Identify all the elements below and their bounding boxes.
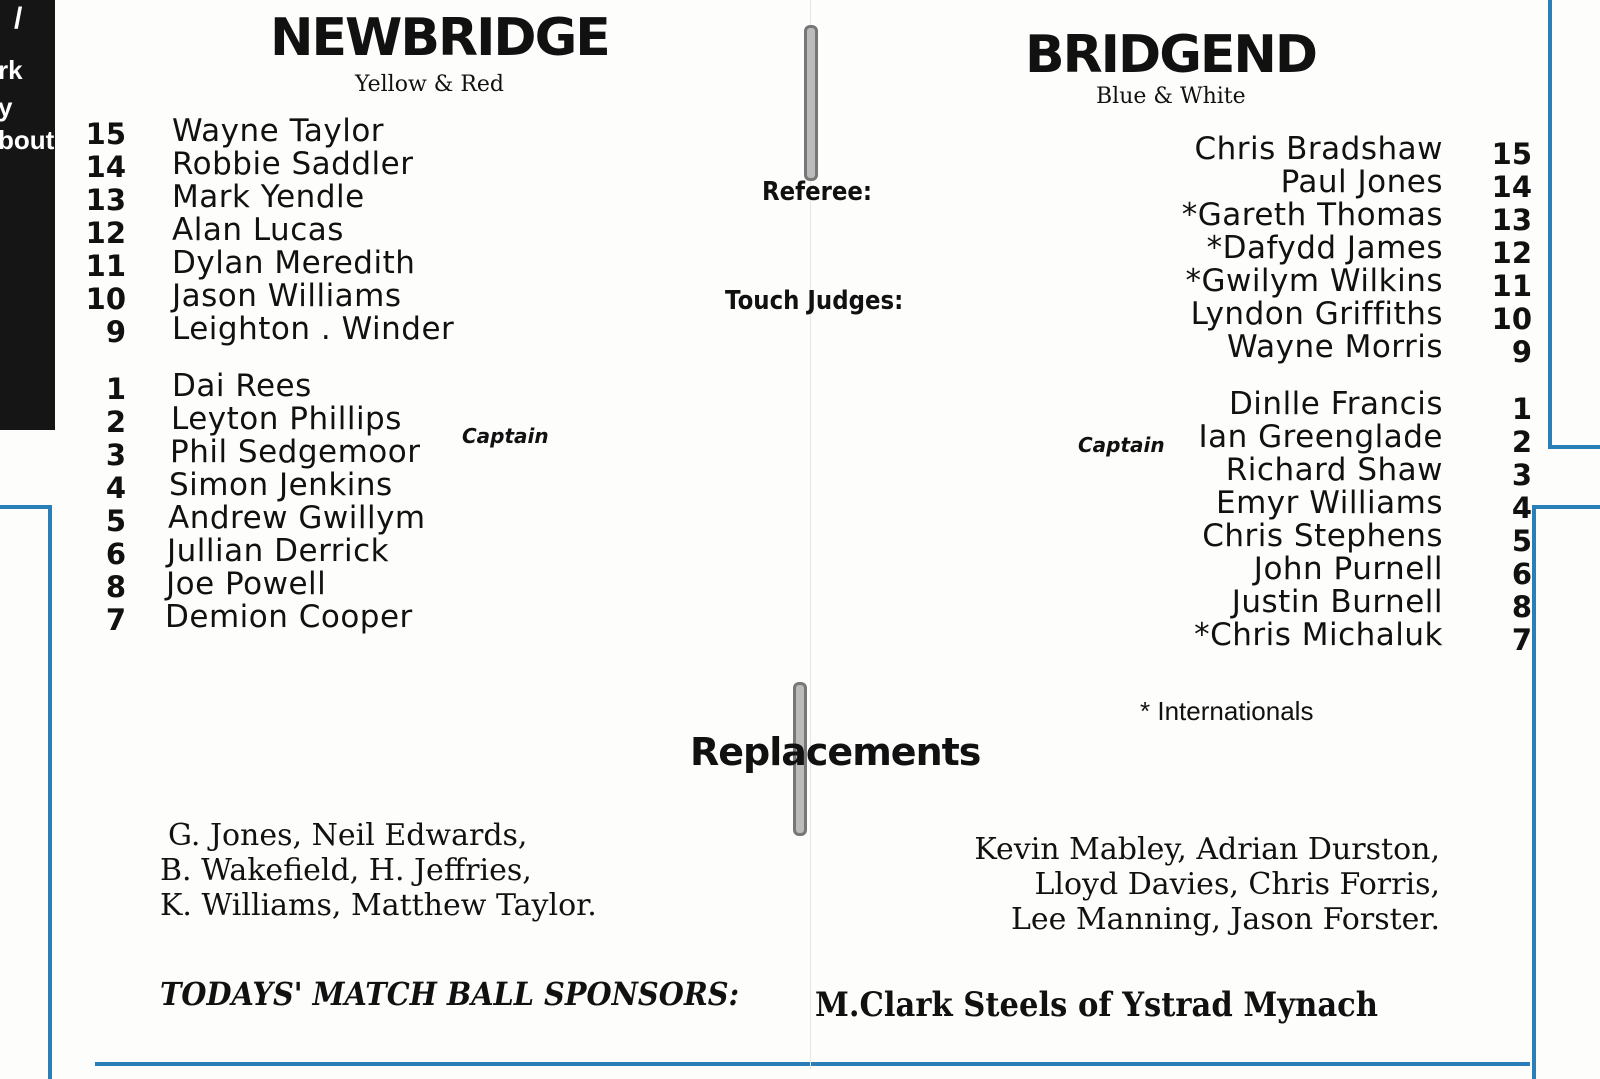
center-fold bbox=[810, 0, 811, 1069]
home-player-number: 4 bbox=[105, 471, 126, 505]
away-replacements-line-2: Lloyd Davies, Chris Forris, bbox=[1034, 867, 1440, 902]
home-captain-label: Captain bbox=[462, 424, 549, 448]
away-player-number: 10 bbox=[1491, 302, 1532, 336]
away-player-number: 4 bbox=[1511, 491, 1532, 525]
home-player-number: 14 bbox=[85, 150, 126, 184]
home-player-name: Demion Cooper bbox=[165, 599, 413, 635]
bottom-blue-rule bbox=[95, 1062, 1530, 1066]
away-player-number: 12 bbox=[1491, 236, 1532, 270]
away-player-number: 9 bbox=[1511, 335, 1532, 369]
home-player-number: 15 bbox=[85, 117, 126, 151]
away-player-number: 3 bbox=[1511, 458, 1532, 492]
home-replacements-line-2: B. Wakefield, H. Jeffries, bbox=[160, 853, 532, 888]
away-player-number: 13 bbox=[1491, 203, 1532, 237]
home-player-number: 8 bbox=[105, 570, 126, 604]
home-player-number: 12 bbox=[85, 216, 126, 250]
away-player-number: 14 bbox=[1491, 170, 1532, 204]
away-player-name: Justin Burnell bbox=[1231, 584, 1443, 620]
away-replacements-line-1: Kevin Mabley, Adrian Durston, bbox=[974, 832, 1440, 867]
away-player-name: Richard Shaw bbox=[1225, 452, 1443, 488]
home-player-name: Wayne Taylor bbox=[172, 113, 385, 149]
strip-text-2: y bbox=[0, 92, 13, 122]
away-player-name: Ian Greenglade bbox=[1198, 419, 1443, 455]
away-player-number: 11 bbox=[1491, 269, 1532, 303]
away-player-name: *Gwilym Wilkins bbox=[1185, 263, 1443, 299]
away-player-number: 5 bbox=[1511, 524, 1532, 558]
home-team-title: NEWBRIDGE bbox=[270, 8, 611, 68]
home-player-name: Robbie Saddler bbox=[172, 146, 414, 182]
home-player-name: Alan Lucas bbox=[172, 212, 344, 248]
strip-slash: / bbox=[14, 2, 23, 35]
sponsor-label: TODAYS' MATCH BALL SPONSORS: bbox=[160, 975, 740, 1013]
away-replacements-line-3: Lee Manning, Jason Forster. bbox=[1011, 902, 1440, 937]
strip-text-3: bout bbox=[0, 125, 55, 155]
touch-judges-label: Touch Judges: bbox=[725, 286, 904, 316]
home-player-number: 13 bbox=[85, 183, 126, 217]
away-player-name: Emyr Williams bbox=[1216, 485, 1443, 521]
strip-text-1: rk bbox=[0, 55, 23, 85]
away-player-number: 15 bbox=[1491, 137, 1532, 171]
away-player-number: 2 bbox=[1511, 425, 1532, 459]
away-player-name: *Gareth Thomas bbox=[1181, 197, 1443, 233]
replacements-heading: Replacements bbox=[690, 730, 981, 774]
home-player-name: Dai Rees bbox=[172, 368, 312, 404]
away-player-number: 7 bbox=[1511, 623, 1532, 657]
away-player-name: John Purnell bbox=[1253, 551, 1443, 587]
home-player-name: Joe Powell bbox=[166, 566, 327, 602]
home-player-number: 5 bbox=[105, 504, 126, 538]
left-blue-frame bbox=[0, 505, 52, 1079]
home-replacements-line-1: G. Jones, Neil Edwards, bbox=[168, 818, 528, 853]
away-player-name: *Dafydd James bbox=[1206, 230, 1443, 266]
internationals-note: * Internationals bbox=[1140, 696, 1314, 726]
home-player-name: Phil Sedgemoor bbox=[170, 434, 421, 470]
home-player-number: 1 bbox=[105, 372, 126, 406]
home-team-colors: Yellow & Red bbox=[355, 72, 505, 97]
home-player-name: Mark Yendle bbox=[172, 179, 365, 215]
home-player-number: 10 bbox=[85, 282, 126, 316]
away-player-name: Wayne Morris bbox=[1226, 329, 1443, 365]
home-player-number: 2 bbox=[105, 405, 126, 439]
home-player-number: 6 bbox=[105, 537, 126, 571]
away-player-number: 8 bbox=[1511, 590, 1532, 624]
right-blue-frame-bottom bbox=[1532, 505, 1600, 1079]
home-player-name: Dylan Meredith bbox=[172, 245, 416, 281]
away-player-name: Lyndon Griffiths bbox=[1190, 296, 1443, 332]
away-player-number: 1 bbox=[1511, 392, 1532, 426]
home-player-number: 9 bbox=[105, 315, 126, 349]
away-team-colors: Blue & White bbox=[1096, 84, 1246, 109]
away-captain-label: Captain bbox=[1078, 433, 1165, 457]
bottom-staple bbox=[793, 682, 807, 836]
away-player-number: 6 bbox=[1511, 557, 1532, 591]
away-team-title: BRIDGEND bbox=[1025, 25, 1318, 85]
sponsor-name: M.Clark Steels of Ystrad Mynach bbox=[815, 985, 1379, 1025]
referee-label: Referee: bbox=[762, 177, 873, 207]
adjacent-page-strip: / rk y bout bbox=[0, 0, 55, 430]
right-blue-frame-top bbox=[1548, 0, 1600, 449]
away-player-name: Chris Stephens bbox=[1202, 518, 1443, 554]
home-player-number: 7 bbox=[105, 603, 126, 637]
home-player-number: 11 bbox=[85, 249, 126, 283]
top-staple bbox=[804, 25, 818, 181]
home-player-number: 3 bbox=[105, 438, 126, 472]
away-player-name: Chris Bradshaw bbox=[1194, 131, 1443, 167]
home-player-name: Leyton Phillips bbox=[171, 401, 402, 437]
home-player-name: Jason Williams bbox=[172, 278, 402, 314]
home-player-name: Andrew Gwillym bbox=[168, 500, 426, 536]
away-player-name: Dinlle Francis bbox=[1228, 386, 1443, 422]
home-player-name: Jullian Derrick bbox=[167, 533, 390, 569]
home-player-name: Leighton . Winder bbox=[172, 311, 455, 347]
away-player-name: Paul Jones bbox=[1280, 164, 1443, 200]
home-replacements-line-3: K. Williams, Matthew Taylor. bbox=[160, 888, 597, 923]
home-player-name: Simon Jenkins bbox=[169, 467, 393, 503]
away-player-name: *Chris Michaluk bbox=[1194, 617, 1443, 653]
